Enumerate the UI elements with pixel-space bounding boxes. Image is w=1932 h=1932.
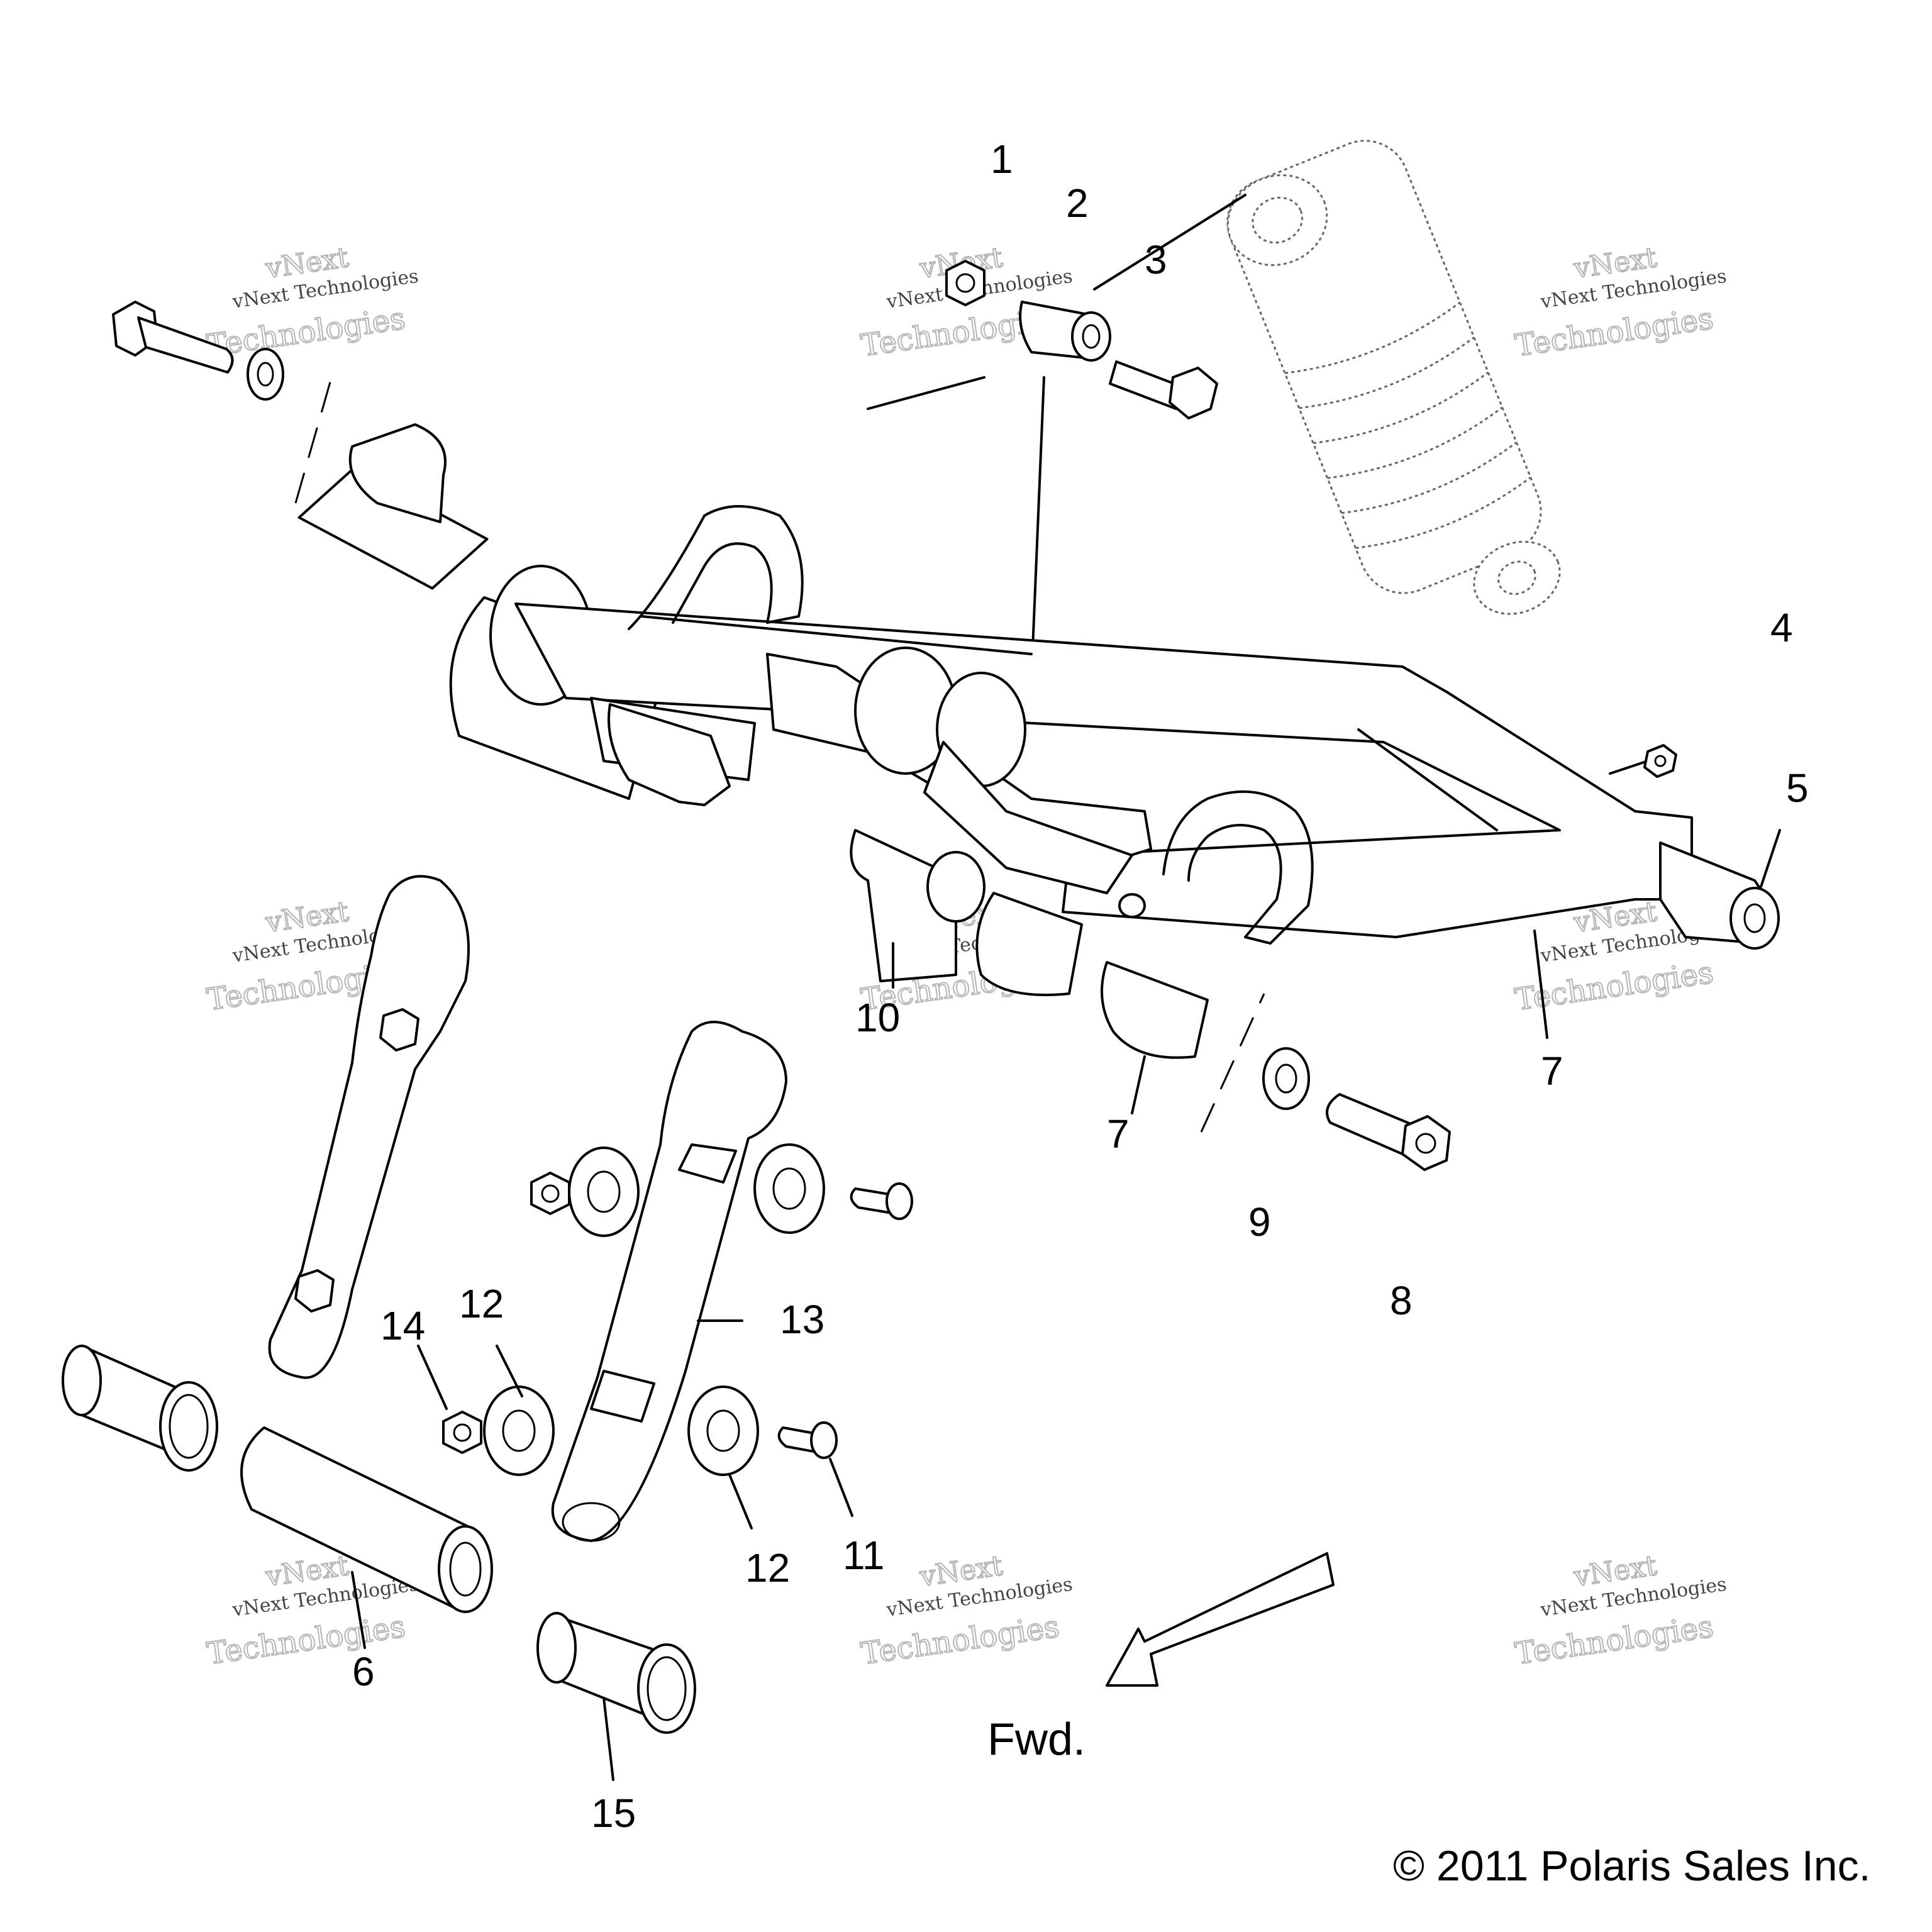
part-1-nut — [945, 260, 985, 306]
leader-lines-lower — [351, 829, 1781, 1781]
watermark: vNext vNext Technologies Technologies — [1512, 241, 1728, 364]
callout-6: 6 — [352, 1649, 375, 1694]
forward-arrow: Fwd. — [987, 1552, 1335, 1765]
callout-11: 11 — [843, 1533, 884, 1578]
callouts: 1 2 3 4 5 6 7 7 7 8 9 10 11 12 12 13 14 … — [352, 136, 1809, 1836]
bolt-upper-left — [112, 301, 234, 374]
part-12-washer — [483, 1385, 555, 1476]
part-3-bolt — [1109, 360, 1218, 419]
callout-4: 4 — [1770, 605, 1793, 650]
swing-arm — [514, 505, 1693, 945]
part-6-tube — [240, 1426, 493, 1613]
bushing-left-b — [348, 423, 447, 523]
callout-12-b: 12 — [745, 1545, 790, 1591]
leader-lines — [294, 194, 1649, 1133]
callout-10: 10 — [855, 995, 900, 1040]
part-12-washer-upper-right — [753, 1143, 825, 1234]
part-12-washer-upper — [568, 1146, 640, 1237]
flanged-bushing-left — [62, 1345, 218, 1472]
part-15-flanged-bushing — [536, 1612, 696, 1734]
callout-8: 8 — [1390, 1278, 1413, 1323]
bushing-mid — [608, 703, 731, 806]
forward-label: Fwd. — [987, 1714, 1085, 1765]
part-11-bolt — [777, 1421, 838, 1459]
callout-14: 14 — [380, 1303, 425, 1348]
link-arm-rear — [268, 875, 470, 1379]
copyright-text: © 2011 Polaris Sales Inc. — [1393, 1842, 1870, 1890]
callout-9: 9 — [1248, 1199, 1271, 1245]
part-8-bolt — [1326, 1093, 1451, 1171]
part-2-spacer — [1019, 301, 1111, 362]
callout-12-a: 12 — [459, 1281, 504, 1326]
part-11-bolt-upper — [850, 1182, 913, 1220]
part-4-grease-fitting — [1643, 744, 1677, 778]
watermark: vNext vNext Technologies Technologies — [204, 241, 419, 364]
washer-left — [247, 348, 284, 401]
part-12-washer-right — [687, 1385, 759, 1476]
callout-3: 3 — [1145, 237, 1167, 282]
leader-line — [1093, 194, 1246, 291]
leader-line — [1609, 760, 1649, 775]
callout-13: 13 — [780, 1297, 824, 1342]
part-14-nut-upper — [530, 1172, 570, 1215]
callout-15: 15 — [591, 1790, 636, 1836]
part-9-washer — [1262, 1047, 1310, 1110]
bushing-7-lower — [1101, 961, 1209, 1059]
callout-1: 1 — [991, 136, 1013, 182]
callout-7-a: 7 — [1107, 1111, 1130, 1157]
link-arm-13 — [551, 1021, 787, 1542]
leader-line — [867, 376, 985, 410]
bushing-lower-left — [975, 892, 1083, 996]
shock-absorber — [1226, 140, 1561, 615]
bushing-left-a — [297, 467, 489, 590]
centerline — [294, 370, 335, 504]
centerline — [1200, 993, 1265, 1133]
part-14-nut — [442, 1411, 482, 1454]
callout-2: 2 — [1066, 180, 1089, 226]
callout-7-b: 7 — [1541, 1048, 1563, 1094]
watermark: vNext vNext Technologies Technologies — [1512, 1549, 1728, 1672]
leader-line — [1030, 376, 1045, 680]
callout-5: 5 — [1786, 765, 1809, 811]
